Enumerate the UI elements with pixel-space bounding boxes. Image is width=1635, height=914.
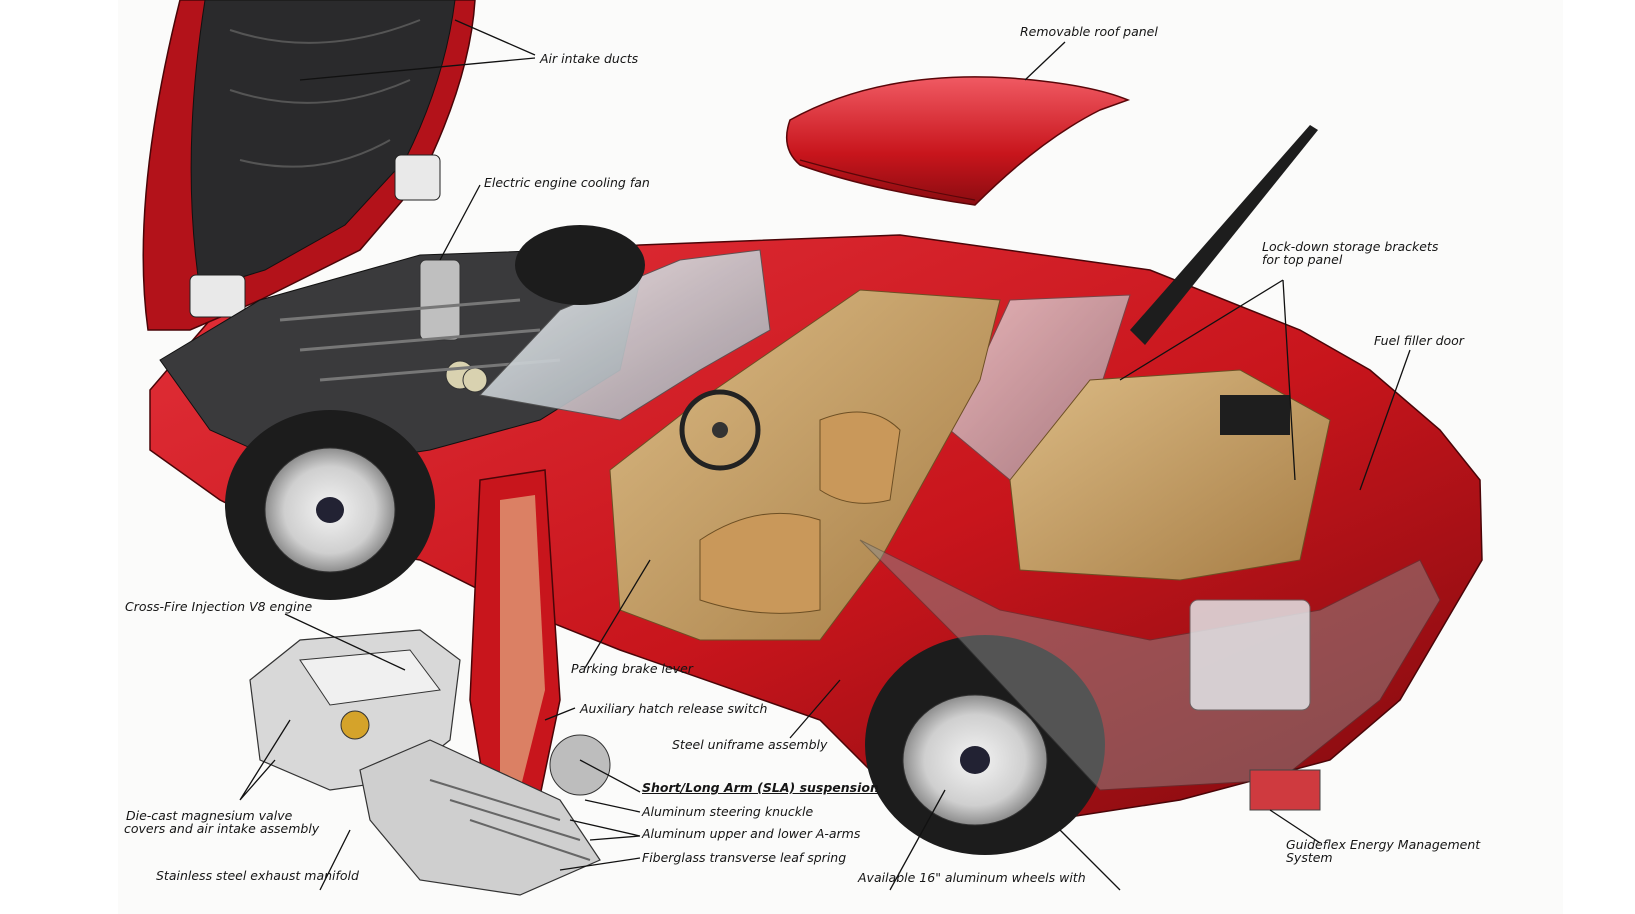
- label-steel-uniframe: Steel uniframe assembly: [672, 737, 828, 752]
- engine-assembly: [249, 629, 611, 896]
- label-guideflex-1: Guideflex Energy Management: [1286, 837, 1481, 852]
- chassis-frame: [859, 539, 1441, 791]
- rear-glass: [949, 294, 1131, 481]
- label-lock-down-brackets-2: for top panel: [1262, 252, 1343, 267]
- label-lock-down-brackets-1: Lock-down storage brackets: [1262, 239, 1439, 254]
- label-aux-hatch-release: Auxiliary hatch release switch: [580, 701, 768, 716]
- label-removable-roof-panel: Removable roof panel: [1020, 24, 1158, 39]
- front-wheel: [225, 410, 435, 600]
- label-parking-brake-lever: Parking brake lever: [571, 661, 693, 676]
- roof-panel: [785, 76, 1131, 206]
- label-cross-fire-engine: Cross-Fire Injection V8 engine: [125, 599, 313, 614]
- label-sla-suspension: Short/Long Arm (SLA) suspension: [642, 780, 879, 795]
- label-steering-knuckle: Aluminum steering knuckle: [642, 804, 814, 819]
- label-wheels: Available 16" aluminum wheels with: [858, 870, 1086, 885]
- label-exhaust-manifold: Stainless steel exhaust manifold: [156, 868, 359, 883]
- open-hatch: [1130, 125, 1318, 345]
- front-wheel-rear-side: [515, 225, 645, 305]
- label-air-intake-ducts: Air intake ducts: [540, 51, 639, 66]
- label-valve-covers-2: covers and air intake assembly: [124, 821, 320, 836]
- leader-lines: [239, 19, 1411, 891]
- label-guideflex-2: System: [1286, 850, 1333, 865]
- label-leaf-spring: Fiberglass transverse leaf spring: [642, 850, 847, 865]
- label-fuel-filler-door: Fuel filler door: [1374, 333, 1464, 348]
- label-electric-engine-cooling-fan: Electric engine cooling fan: [484, 175, 650, 190]
- label-a-arms: Aluminum upper and lower A-arms: [642, 826, 861, 841]
- label-valve-covers-1: Die-cast magnesium valve: [126, 808, 293, 823]
